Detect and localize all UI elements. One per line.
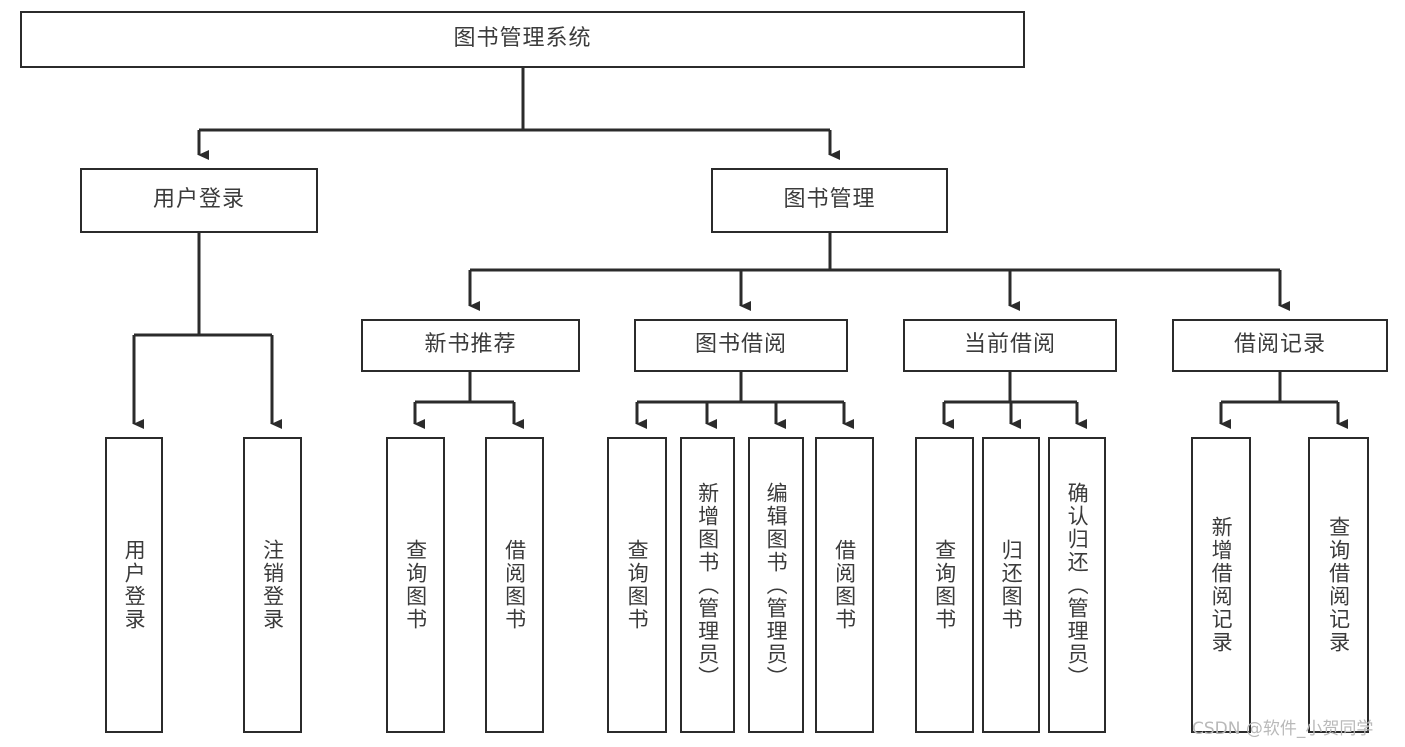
leaf-edit-book-label: 编辑图书（管理员） <box>764 481 789 689</box>
leaf-logout-label: 注销登录 <box>260 539 285 631</box>
csdn-watermark: CSDN @软件_小贺同学 <box>1192 719 1374 739</box>
node-book-borrow-label: 图书借阅 <box>694 332 787 358</box>
leaf-add-book[interactable]: 新增图书（管理员） <box>680 437 735 733</box>
leaf-borrow-book-2-label: 借阅图书 <box>832 539 857 631</box>
leaf-logout[interactable]: 注销登录 <box>243 437 302 733</box>
leaf-return-book-label: 归还图书 <box>999 539 1024 631</box>
node-root[interactable]: 图书管理系统 <box>20 11 1025 68</box>
leaf-query-book-3-label: 查询图书 <box>932 539 957 631</box>
node-user-login[interactable]: 用户登录 <box>80 168 318 233</box>
node-current-borrow-label: 当前借阅 <box>963 332 1056 358</box>
leaf-confirm-return-label: 确认归还（管理员） <box>1065 481 1090 689</box>
leaf-user-login-label: 用户登录 <box>122 539 147 631</box>
node-new-book-recommend-label: 新书推荐 <box>424 332 517 358</box>
leaf-borrow-book-2[interactable]: 借阅图书 <box>815 437 874 733</box>
leaf-query-book-3[interactable]: 查询图书 <box>915 437 974 733</box>
leaf-add-book-label: 新增图书（管理员） <box>695 481 720 689</box>
leaf-return-book[interactable]: 归还图书 <box>982 437 1040 733</box>
leaf-query-borrow-record[interactable]: 查询借阅记录 <box>1308 437 1369 733</box>
leaf-add-borrow-record[interactable]: 新增借阅记录 <box>1191 437 1251 733</box>
leaf-query-borrow-record-label: 查询借阅记录 <box>1326 516 1351 654</box>
leaf-query-book-1-label: 查询图书 <box>403 539 428 631</box>
node-current-borrow[interactable]: 当前借阅 <box>903 319 1117 372</box>
node-root-label: 图书管理系统 <box>453 26 592 52</box>
leaf-edit-book[interactable]: 编辑图书（管理员） <box>748 437 804 733</box>
leaf-add-borrow-record-label: 新增借阅记录 <box>1209 516 1234 654</box>
leaf-borrow-book-1-label: 借阅图书 <box>502 539 527 631</box>
node-new-book-recommend[interactable]: 新书推荐 <box>361 319 580 372</box>
node-borrow-record-label: 借阅记录 <box>1233 332 1326 358</box>
node-book-manage[interactable]: 图书管理 <box>711 168 948 233</box>
node-book-manage-label: 图书管理 <box>783 187 876 213</box>
leaf-user-login[interactable]: 用户登录 <box>105 437 163 733</box>
node-borrow-record[interactable]: 借阅记录 <box>1172 319 1388 372</box>
leaf-borrow-book-1[interactable]: 借阅图书 <box>485 437 544 733</box>
leaf-confirm-return[interactable]: 确认归还（管理员） <box>1048 437 1106 733</box>
leaf-query-book-1[interactable]: 查询图书 <box>386 437 445 733</box>
node-user-login-label: 用户登录 <box>152 187 245 213</box>
leaf-query-book-2-label: 查询图书 <box>625 539 650 631</box>
node-book-borrow[interactable]: 图书借阅 <box>634 319 848 372</box>
leaf-query-book-2[interactable]: 查询图书 <box>607 437 667 733</box>
